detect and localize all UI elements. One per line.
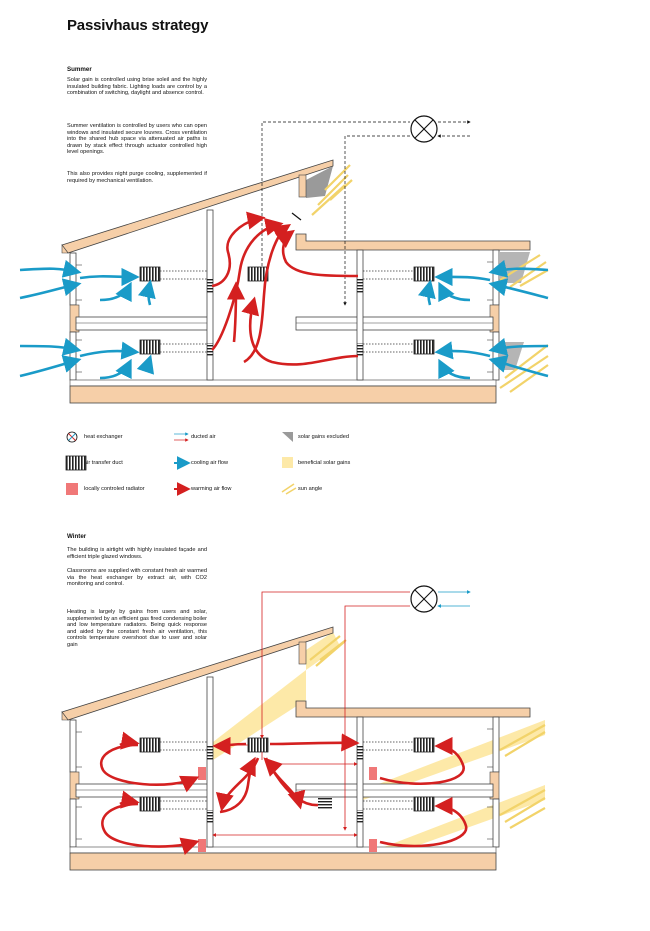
legend-air-transfer-label: air transfer duct	[84, 460, 123, 466]
legend-beneficial-label: beneficial solar gains	[298, 460, 351, 466]
summer-duct-lines	[160, 270, 414, 353]
summer-heading: Summer	[67, 66, 92, 73]
legend-ducted-air-label: ducted air	[191, 434, 216, 440]
legend-beneficial-icon	[282, 457, 293, 468]
winter-radiators	[198, 767, 377, 852]
summer-paragraph-3: This also provides night purge cooling, …	[67, 171, 207, 184]
summer-building-section	[61, 159, 531, 404]
legend-air-transfer-icon	[65, 455, 87, 471]
winter-paragraph-1: The building is airtight with highly ins…	[67, 547, 207, 560]
page-title: Passivhaus strategy	[67, 17, 209, 34]
winter-paragraph-2: Classrooms are supplied with constant fr…	[67, 568, 207, 588]
legend-sun-angle-label: sun angle	[298, 486, 323, 492]
summer-sun-angle-marks	[311, 164, 549, 393]
winter-sun-angle-marks	[309, 635, 546, 829]
legend-solar-excluded-label: solar gains excluded	[298, 434, 349, 440]
winter-heat-exchanger-ducting	[212, 585, 471, 837]
legend-radiator-label: locally controled radiator	[84, 486, 145, 492]
summer-paragraph-2: Summer ventilation is controlled by user…	[67, 123, 207, 156]
summer-warming-air-flows	[211, 211, 359, 366]
winter-heading: Winter	[67, 533, 87, 540]
legend-cooling-label: cooling air flow	[191, 460, 228, 466]
winter-duct-lines	[160, 741, 414, 810]
winter-section	[61, 585, 546, 871]
legend-radiator-icon	[66, 483, 78, 495]
winter-paragraph-3: Heating is largely by gains from users a…	[67, 609, 207, 648]
summer-section	[19, 115, 549, 404]
summer-paragraph-1: Solar gain is controlled using brise sol…	[67, 77, 207, 97]
legend	[65, 431, 297, 496]
legend-solar-excluded-icon	[282, 432, 293, 442]
winter-building-section	[61, 626, 531, 871]
legend-heat-exchanger-label: heat exchanger	[84, 434, 123, 440]
summer-cooling-air-flows	[19, 259, 549, 380]
legend-sun-angle-icon	[281, 483, 297, 495]
legend-warming-label: warming air flow	[191, 486, 232, 492]
winter-warming-air-flows	[99, 731, 468, 855]
summer-air-transfer-ducts	[139, 266, 435, 355]
winter-air-transfer-ducts	[139, 737, 435, 812]
